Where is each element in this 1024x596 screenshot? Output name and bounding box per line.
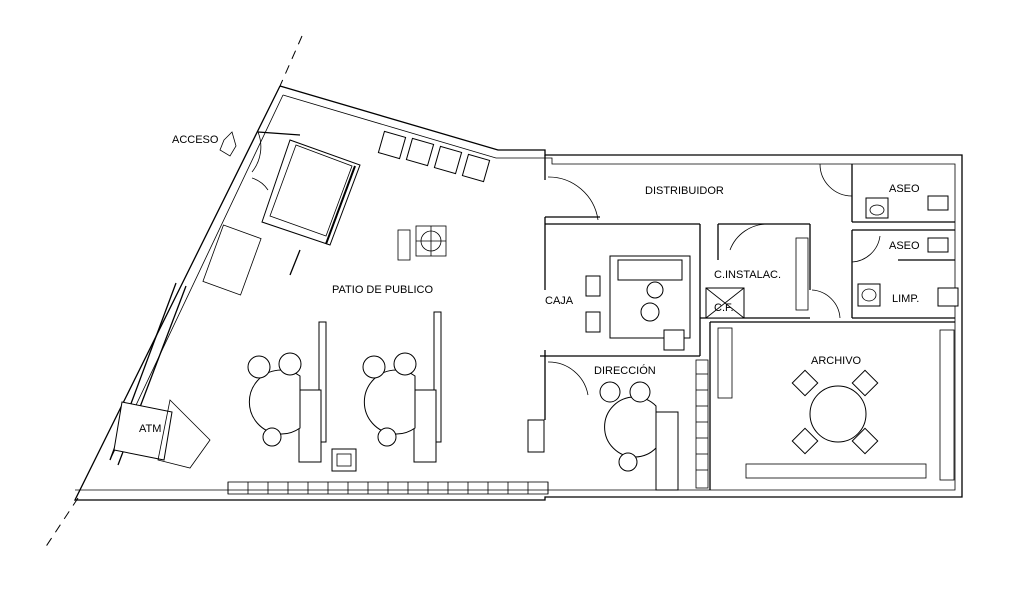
label-caja: CAJA [545, 295, 574, 307]
instalac-room [700, 223, 841, 319]
waiting-chairs [377, 130, 491, 183]
printer [331, 448, 357, 472]
entrance-vestibule [202, 131, 361, 296]
label-aseo-1: ASEO [889, 183, 920, 195]
patio-desk-right [362, 311, 442, 463]
label-direccion: DIRECCIÓN [594, 364, 656, 377]
label-atm: ATM [139, 423, 161, 435]
label-acceso: ACCESO [172, 134, 219, 146]
caja-counter [585, 255, 691, 351]
label-patio: PATIO DE PUBLICO [332, 284, 434, 296]
label-archivo: ARCHIVO [811, 355, 862, 367]
property-boundary [44, 35, 303, 549]
label-aseo-2: ASEO [889, 240, 920, 252]
corridor-walls [540, 155, 701, 420]
patio-desk-left [247, 321, 327, 463]
atm-kiosk [113, 399, 211, 469]
label-limp: LIMP. [892, 293, 919, 305]
label-cf: C.F. [714, 302, 734, 314]
archivo-room [709, 321, 955, 490]
aseo-rooms [819, 163, 959, 319]
patio-column [397, 225, 447, 261]
direccion-room [527, 359, 709, 491]
label-distribuidor: DISTRIBUIDOR [645, 185, 724, 197]
access-arrow-icon [219, 131, 237, 157]
exterior-walls [73, 85, 963, 501]
label-cinstalac: C.INSTALAC. [714, 269, 781, 281]
